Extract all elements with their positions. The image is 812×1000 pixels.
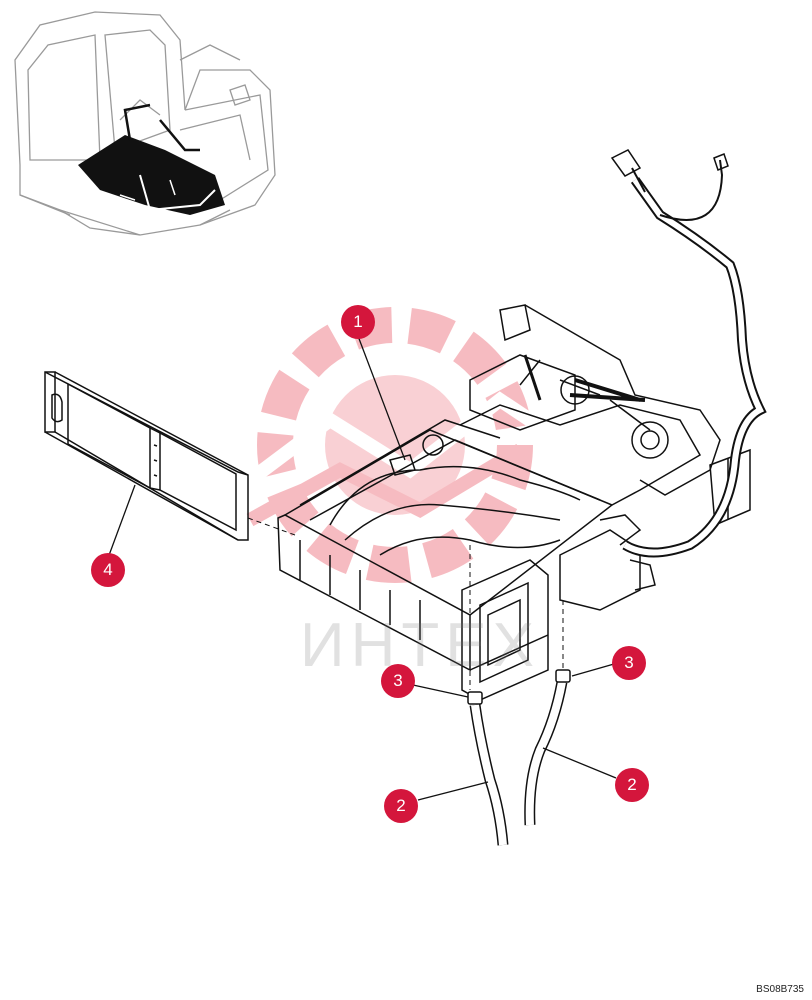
callout-label: 3 (393, 671, 403, 690)
callout-label: 1 (353, 312, 363, 331)
callout-part-4[interactable]: 4 (91, 553, 125, 587)
leader-lines (107, 335, 617, 801)
watermark-text: ИНТЕХ (300, 611, 540, 680)
hose-clamps (467, 669, 571, 705)
callout-part-2-right[interactable]: 2 (615, 768, 649, 802)
air-filter-part (44, 371, 249, 541)
drain-hose-right (524, 681, 568, 826)
heater-unit-part (277, 304, 751, 701)
callout-part-1[interactable]: 1 (341, 305, 375, 339)
callout-label: 4 (103, 560, 113, 579)
drain-hose-left (469, 704, 509, 846)
callout-label: 2 (627, 775, 637, 794)
callout-part-2-left[interactable]: 2 (384, 789, 418, 823)
callout-part-3-right[interactable]: 3 (612, 646, 646, 680)
image-reference-code: BS08B735 (756, 984, 804, 995)
cab-highlighted-unit (78, 103, 225, 215)
callout-label: 3 (624, 653, 634, 672)
callout-part-3-left[interactable]: 3 (381, 664, 415, 698)
wiring-harness (610, 149, 767, 558)
alignment-lines (247, 517, 564, 690)
callout-label: 2 (396, 796, 406, 815)
